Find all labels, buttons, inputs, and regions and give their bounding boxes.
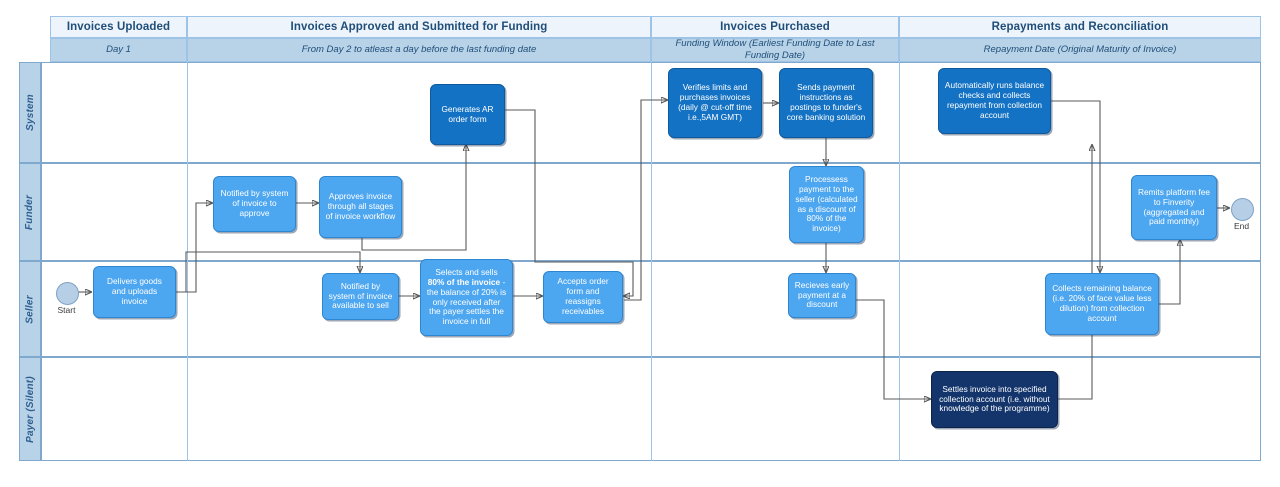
node-delivers-goods-uploads-invoice[interactable]: Delivers goods and uploads invoice xyxy=(93,266,176,318)
selects-sells-text-pre: Selects and sells xyxy=(435,267,498,278)
lane-label-funder-text: Funder xyxy=(24,194,36,230)
node-sends-payment-instructions[interactable]: Sends payment instructions as postings t… xyxy=(779,68,873,138)
node-recieves-early-payment[interactable]: Recieves early payment at a discount xyxy=(788,273,856,318)
phase-header-invoices-purchased: Invoices Purchased xyxy=(651,16,899,38)
lane-label-system-text: System xyxy=(24,94,36,131)
node-remits-platform-fee[interactable]: Remits platform fee to Finverity (aggreg… xyxy=(1131,175,1217,240)
phase-subtitle-invoices-approved: From Day 2 to atleast a day before the l… xyxy=(187,38,651,62)
lane-label-seller-text: Seller xyxy=(24,294,36,324)
lane-label-payer: Payer (Silent) xyxy=(19,357,41,461)
lane-label-system: System xyxy=(19,62,41,163)
phase-header-invoices-approved: Invoices Approved and Submitted for Fund… xyxy=(187,16,651,38)
phase-subtitle-invoices-purchased: Funding Window (Earliest Funding Date to… xyxy=(651,38,899,62)
node-verifies-limits-and-purchases[interactable]: Verifies limits and purchases invoices (… xyxy=(668,68,762,138)
phase-subtitle-repayments: Repayment Date (Original Maturity of Inv… xyxy=(899,38,1261,62)
phase-header-invoices-uploaded: Invoices Uploaded xyxy=(50,16,187,38)
end-terminator[interactable] xyxy=(1231,198,1254,221)
node-approves-invoice[interactable]: Approves invoice through all stages of i… xyxy=(319,176,402,238)
node-selects-and-sells[interactable]: Selects and sells 80% of the invoice - t… xyxy=(420,259,513,336)
node-notified-available-to-sell[interactable]: Notified by system of invoice available … xyxy=(322,273,399,320)
column-separator-1 xyxy=(187,62,188,461)
lane-label-seller: Seller xyxy=(19,261,41,357)
node-accepts-order-form[interactable]: Accepts order form and reassigns receiva… xyxy=(543,271,623,323)
phase-header-repayments: Repayments and Reconciliation xyxy=(899,16,1261,38)
node-notified-to-approve[interactable]: Notified by system of invoice to approve xyxy=(213,176,296,232)
node-collects-remaining-balance[interactable]: Collects remaining balance (i.e. 20% of … xyxy=(1045,273,1159,335)
lane-label-funder: Funder xyxy=(19,163,41,261)
column-separator-3 xyxy=(899,62,900,461)
node-processes-payment[interactable]: Processess payment to the seller (calcul… xyxy=(789,166,864,243)
node-generates-ar-order-form[interactable]: Generates AR order form xyxy=(430,84,505,145)
lane-label-payer-text: Payer (Silent) xyxy=(24,375,36,443)
node-auto-runs-balance-checks[interactable]: Automatically runs balance checks and co… xyxy=(938,68,1051,134)
phase-subtitle-invoices-uploaded: Day 1 xyxy=(50,38,187,62)
column-separator-2 xyxy=(651,62,652,461)
start-terminator-label: Start xyxy=(57,305,76,315)
node-settles-invoice[interactable]: Settles invoice into specified collectio… xyxy=(931,371,1058,428)
start-terminator[interactable] xyxy=(56,282,79,305)
end-terminator-label: End xyxy=(1233,221,1250,231)
selects-sells-text-post: - the balance of 20% is only received af… xyxy=(426,276,507,327)
selects-sells-text-bold: 80% of the invoice xyxy=(427,276,501,287)
